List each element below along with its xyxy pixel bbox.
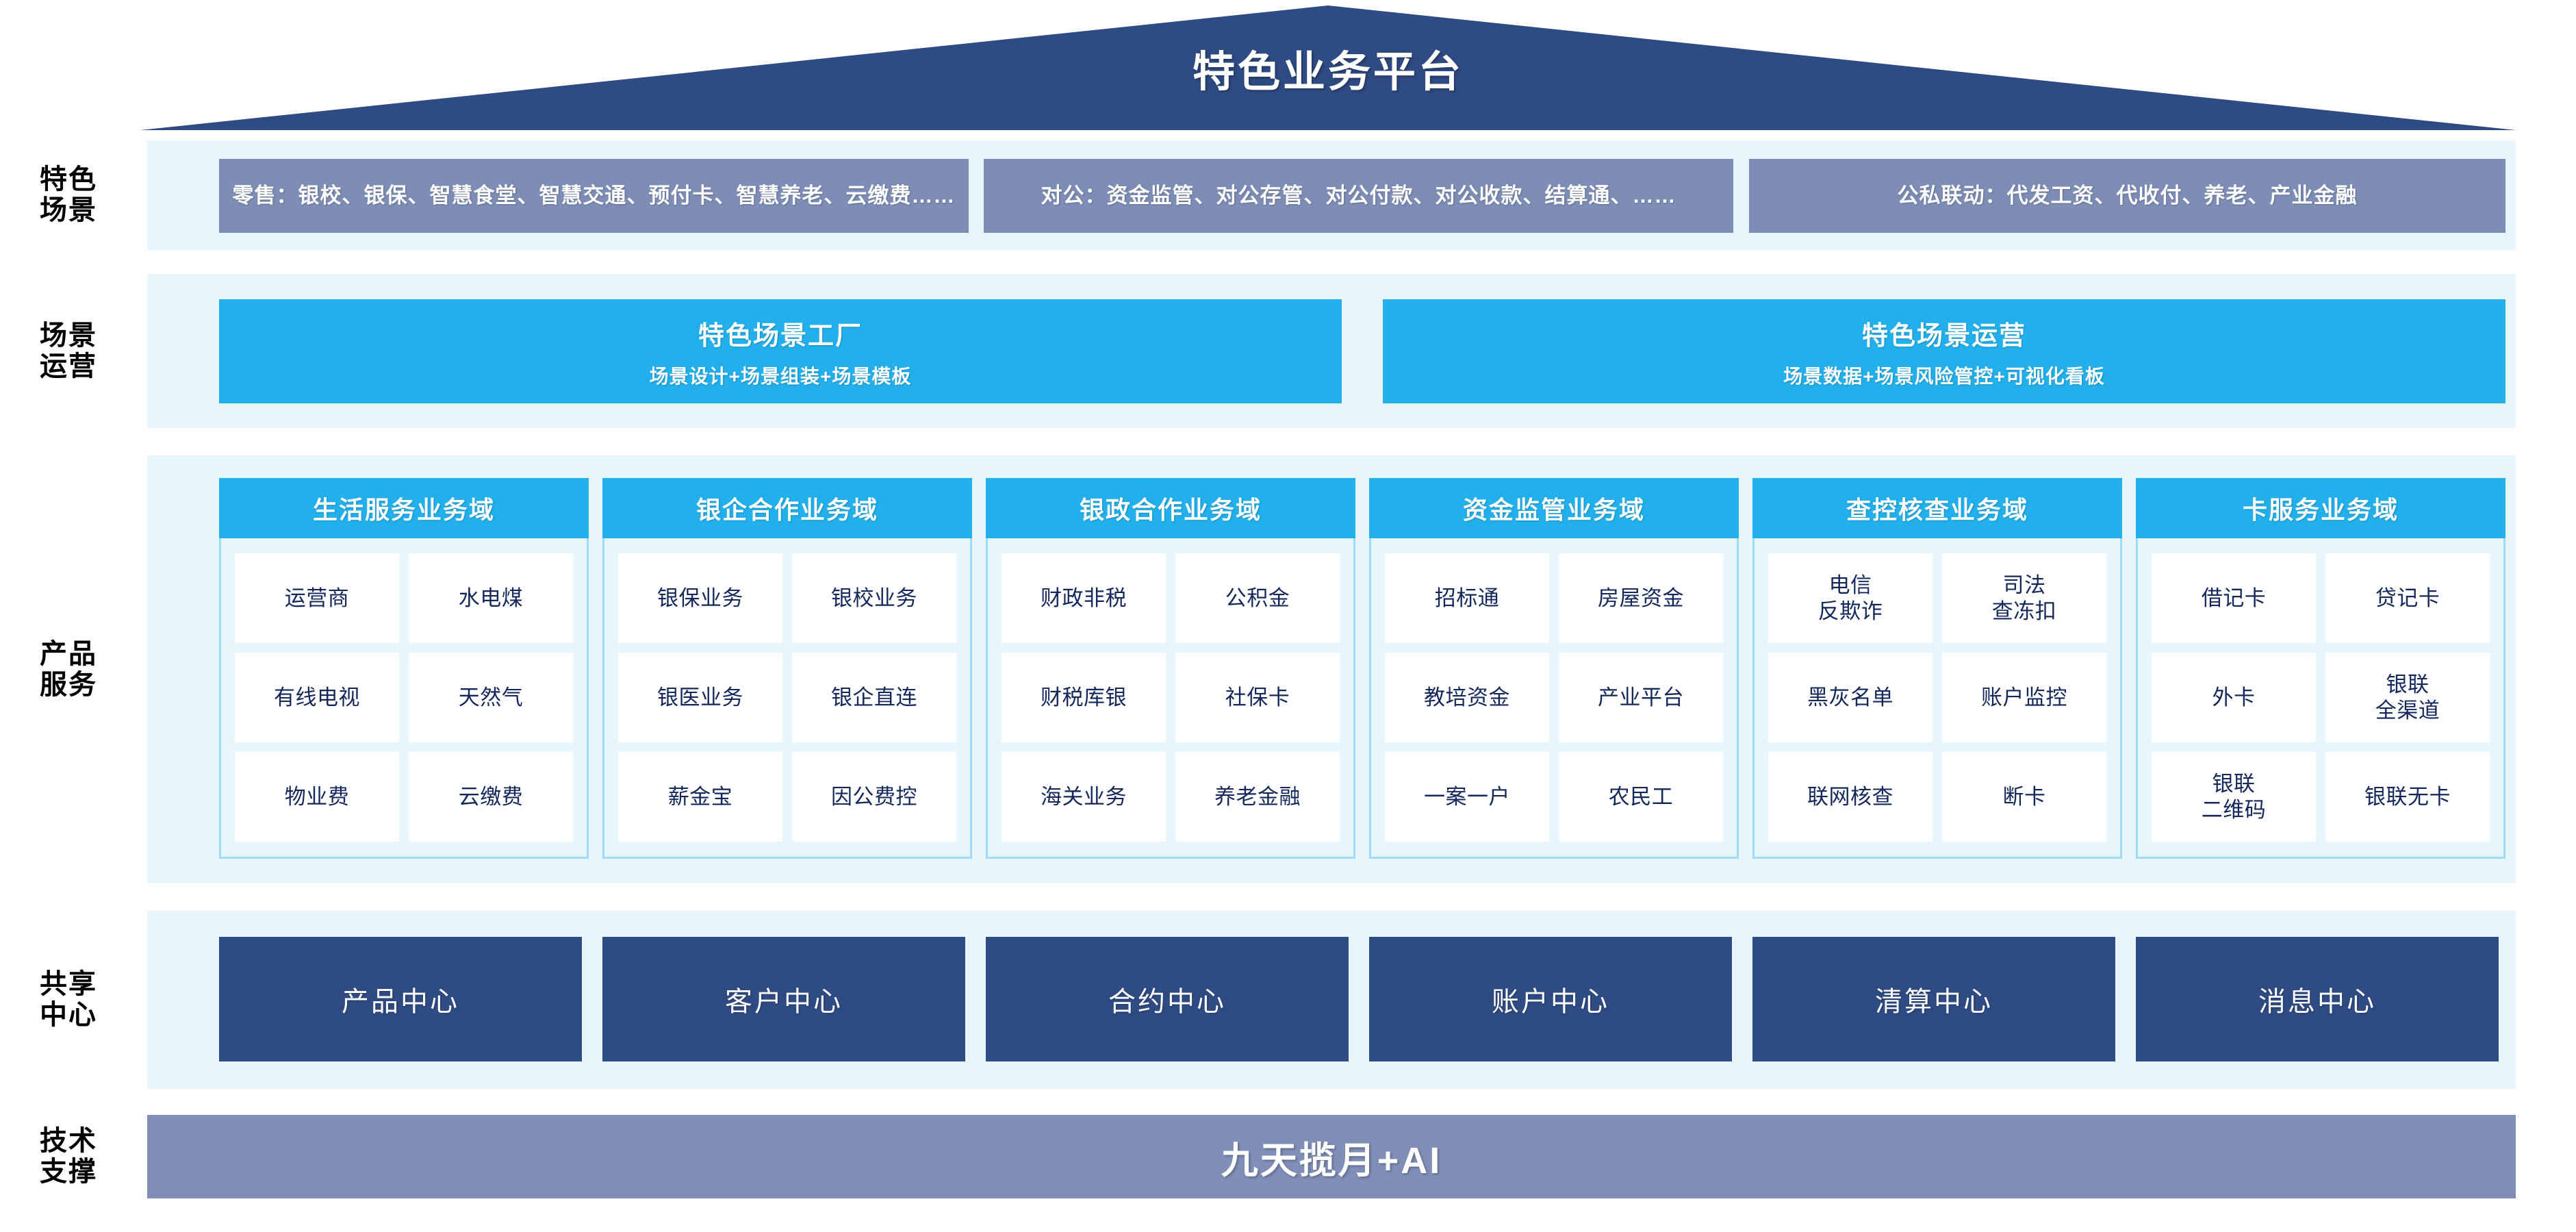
row-label-tech: 技术 支撑: [0, 1115, 137, 1198]
domain-item[interactable]: 银企直连: [792, 653, 956, 742]
domain-grid-investigation-control: 电信 反欺诈 司法 查冻扣 黑灰名单 账户监控 联网核查 断卡: [1755, 538, 2120, 857]
domain-card-life-service[interactable]: 生活服务业务域 运营商 水电煤 有线电视 天然气 物业费 云缴费: [219, 478, 589, 859]
domain-grid-bank-government: 财政非税 公积金 财税库银 社保卡 海关业务 养老金融: [988, 538, 1353, 857]
domain-item[interactable]: 银联 二维码: [2152, 752, 2316, 842]
row-label-share-line2: 中心: [40, 1000, 97, 1030]
tech-support-bar: [147, 1115, 2516, 1198]
domain-card-bank-enterprise[interactable]: 银企合作业务域 银保业务 银校业务 银医业务 银企直连 薪金宝 因公费控: [602, 478, 972, 859]
domain-title-card-service: 卡服务业务域: [2136, 478, 2505, 538]
domain-item[interactable]: 银联无卡: [2325, 752, 2490, 842]
row-label-tech-line2: 支撑: [40, 1157, 97, 1187]
domain-grid-bank-enterprise: 银保业务 银校业务 银医业务 银企直连 薪金宝 因公费控: [604, 538, 970, 857]
row-label-tech-line1: 技术: [40, 1126, 97, 1157]
row-label-share-line1: 共享: [40, 969, 97, 1000]
domain-item[interactable]: 天然气: [409, 653, 573, 742]
domain-item[interactable]: 黑灰名单: [1768, 653, 1933, 742]
domain-item[interactable]: 公积金: [1175, 553, 1340, 643]
domain-item[interactable]: 贷记卡: [2325, 553, 2490, 643]
row-label-product-line2: 服务: [40, 669, 97, 700]
share-center-account[interactable]: 账户中心: [1369, 937, 1732, 1061]
domain-item[interactable]: 农民工: [1559, 752, 1723, 842]
domain-item[interactable]: 运营商: [235, 553, 399, 643]
domain-item[interactable]: 房屋资金: [1559, 553, 1723, 643]
operation-box-scene-operation-subtitle: 场景数据+场景风险管控+可视化看板: [1783, 365, 2105, 387]
domain-item[interactable]: 一案一户: [1385, 752, 1549, 842]
domain-item[interactable]: 养老金融: [1175, 752, 1340, 842]
domain-card-card-service[interactable]: 卡服务业务域 借记卡 贷记卡 外卡 银联 全渠道 银联 二维码 银联无卡: [2136, 478, 2505, 859]
share-center-message[interactable]: 消息中心: [2136, 937, 2499, 1061]
domain-card-fund-supervision[interactable]: 资金监管业务域 招标通 房屋资金 教培资金 产业平台 一案一户 农民工: [1369, 478, 1739, 859]
domain-item[interactable]: 外卡: [2152, 653, 2316, 742]
share-center-customer[interactable]: 客户中心: [602, 937, 965, 1061]
scene-box-public-private[interactable]: 公私联动：代发工资、代收付、养老、产业金融: [1749, 159, 2505, 233]
domain-item[interactable]: 教培资金: [1385, 653, 1549, 742]
operation-box-scene-operation[interactable]: 特色场景运营 场景数据+场景风险管控+可视化看板: [1383, 299, 2505, 403]
operation-box-scene-factory[interactable]: 特色场景工厂 场景设计+场景组装+场景模板: [219, 299, 1342, 403]
domain-grid-life-service: 运营商 水电煤 有线电视 天然气 物业费 云缴费: [221, 538, 587, 857]
domain-item[interactable]: 财税库银: [1002, 653, 1166, 742]
domain-item[interactable]: 云缴费: [409, 752, 573, 842]
scene-box-corporate[interactable]: 对公：资金监管、对公存管、对公付款、对公收款、结算通、……: [984, 159, 1733, 233]
domain-item[interactable]: 电信 反欺诈: [1768, 553, 1933, 643]
domain-item[interactable]: 物业费: [235, 752, 399, 842]
domain-item[interactable]: 因公费控: [792, 752, 956, 842]
domain-card-bank-government[interactable]: 银政合作业务域 财政非税 公积金 财税库银 社保卡 海关业务 养老金融: [986, 478, 1355, 859]
domain-title-life-service: 生活服务业务域: [219, 478, 589, 538]
platform-roof-header: 特色业务平台: [0, 0, 2576, 137]
row-label-share: 共享 中心: [0, 911, 137, 1089]
domain-title-fund-supervision: 资金监管业务域: [1369, 478, 1739, 538]
row-label-scene-line2: 场景: [40, 195, 97, 225]
domain-item[interactable]: 借记卡: [2152, 553, 2316, 643]
operation-box-scene-operation-title: 特色场景运营: [1861, 321, 2026, 351]
domain-item[interactable]: 海关业务: [1002, 752, 1166, 842]
domain-item[interactable]: 招标通: [1385, 553, 1549, 643]
row-label-operation-line1: 场景: [40, 320, 97, 351]
row-label-product-line1: 产品: [40, 638, 97, 669]
domain-item[interactable]: 司法 查冻扣: [1942, 553, 2106, 643]
tech-support-title: 九天揽月+AI: [1221, 1140, 1442, 1181]
domain-item[interactable]: 社保卡: [1175, 653, 1340, 742]
share-center-clearing[interactable]: 清算中心: [1752, 937, 2115, 1061]
page-title: 特色业务平台: [1192, 49, 1464, 96]
operation-box-scene-factory-title: 特色场景工厂: [698, 321, 863, 351]
row-label-scene-line1: 特色: [40, 164, 97, 195]
domain-item[interactable]: 薪金宝: [618, 752, 782, 842]
domain-grid-fund-supervision: 招标通 房屋资金 教培资金 产业平台 一案一户 农民工: [1371, 538, 1737, 857]
scene-box-retail[interactable]: 零售：银校、银保、智慧食堂、智慧交通、预付卡、智慧养老、云缴费……: [219, 159, 969, 233]
domain-title-bank-government: 银政合作业务域: [986, 478, 1355, 538]
row-label-product: 产品 服务: [0, 455, 137, 883]
share-center-contract[interactable]: 合约中心: [986, 937, 1349, 1061]
domain-card-investigation-control[interactable]: 查控核查业务域 电信 反欺诈 司法 查冻扣 黑灰名单 账户监控 联网核查 断卡: [1752, 478, 2122, 859]
domain-item[interactable]: 银保业务: [618, 553, 782, 643]
domain-item[interactable]: 产业平台: [1559, 653, 1723, 742]
row-label-operation: 场景 运营: [0, 274, 137, 428]
domain-item[interactable]: 账户监控: [1942, 653, 2106, 742]
domain-item[interactable]: 水电煤: [409, 553, 573, 643]
domain-item[interactable]: 有线电视: [235, 653, 399, 742]
row-label-scene: 特色 场景: [0, 140, 137, 250]
share-center-product[interactable]: 产品中心: [219, 937, 582, 1061]
domain-title-bank-enterprise: 银企合作业务域: [602, 478, 972, 538]
domain-item[interactable]: 银医业务: [618, 653, 782, 742]
domain-item[interactable]: 银校业务: [792, 553, 956, 643]
domain-grid-card-service: 借记卡 贷记卡 外卡 银联 全渠道 银联 二维码 银联无卡: [2138, 538, 2503, 857]
domain-item[interactable]: 银联 全渠道: [2325, 653, 2490, 742]
domain-title-investigation-control: 查控核查业务域: [1752, 478, 2122, 538]
row-label-operation-line2: 运营: [40, 351, 97, 381]
domain-item[interactable]: 断卡: [1942, 752, 2106, 842]
domain-item[interactable]: 联网核查: [1768, 752, 1933, 842]
operation-box-scene-factory-subtitle: 场景设计+场景组装+场景模板: [649, 365, 912, 387]
domain-item[interactable]: 财政非税: [1002, 553, 1166, 643]
